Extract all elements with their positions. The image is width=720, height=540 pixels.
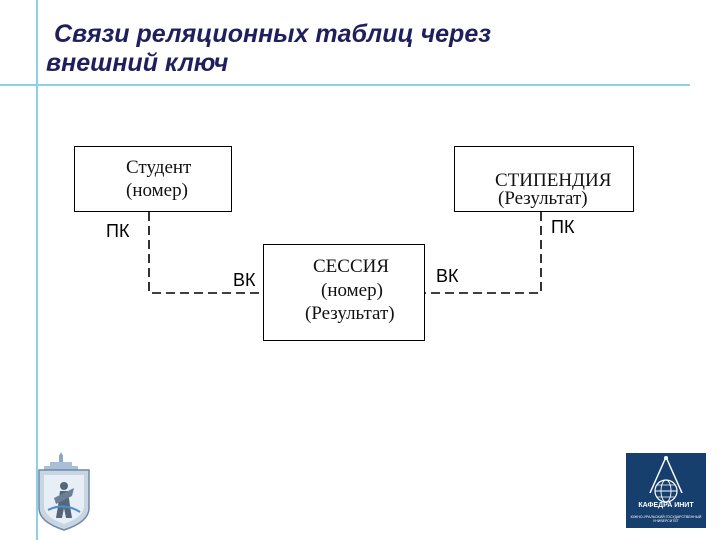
foreign-key-label-right: ВК xyxy=(436,266,459,286)
slide-title: Связи реляционных таблиц через внешний к… xyxy=(46,20,646,78)
title-line-2: внешний ключ xyxy=(46,49,229,77)
session-table-box xyxy=(263,244,425,341)
stipend-session-link xyxy=(425,212,542,294)
stipend-table-box xyxy=(454,146,634,212)
primary-key-label-student: ПК xyxy=(106,221,130,241)
university-emblem-logo xyxy=(34,452,94,537)
session-table-field-2: (Результат) xyxy=(305,303,395,324)
department-logo: КАФЕДРА ИНИТ ЮЖНО-УРАЛЬСКИЙ ГОСУДАРСТВЕН… xyxy=(626,453,706,528)
student-table-field: (номер) xyxy=(126,180,188,201)
session-table-name: СЕССИЯ xyxy=(313,256,390,277)
primary-key-label-stipend: ПК xyxy=(551,217,575,237)
department-logo-title: КАФЕДРА ИНИТ xyxy=(638,502,694,509)
student-session-link xyxy=(148,212,263,294)
left-accent-line xyxy=(36,0,38,540)
stipend-table-field: (Результат) xyxy=(498,188,588,209)
student-table-name: Студент xyxy=(126,157,192,178)
department-logo-subtitle: ЮЖНО-УРАЛЬСКИЙ ГОСУДАРСТВЕННЫЙ УНИВЕРСИТ… xyxy=(630,515,702,523)
foreign-key-label-left: ВК xyxy=(233,270,256,290)
title-underline xyxy=(0,84,690,86)
student-table-box xyxy=(74,146,232,212)
title-line-1: Связи реляционных таблиц через xyxy=(54,20,491,48)
stipend-table-name: СТИПЕНДИЯ xyxy=(495,170,612,191)
session-table-field-1: (номер) xyxy=(321,280,383,301)
